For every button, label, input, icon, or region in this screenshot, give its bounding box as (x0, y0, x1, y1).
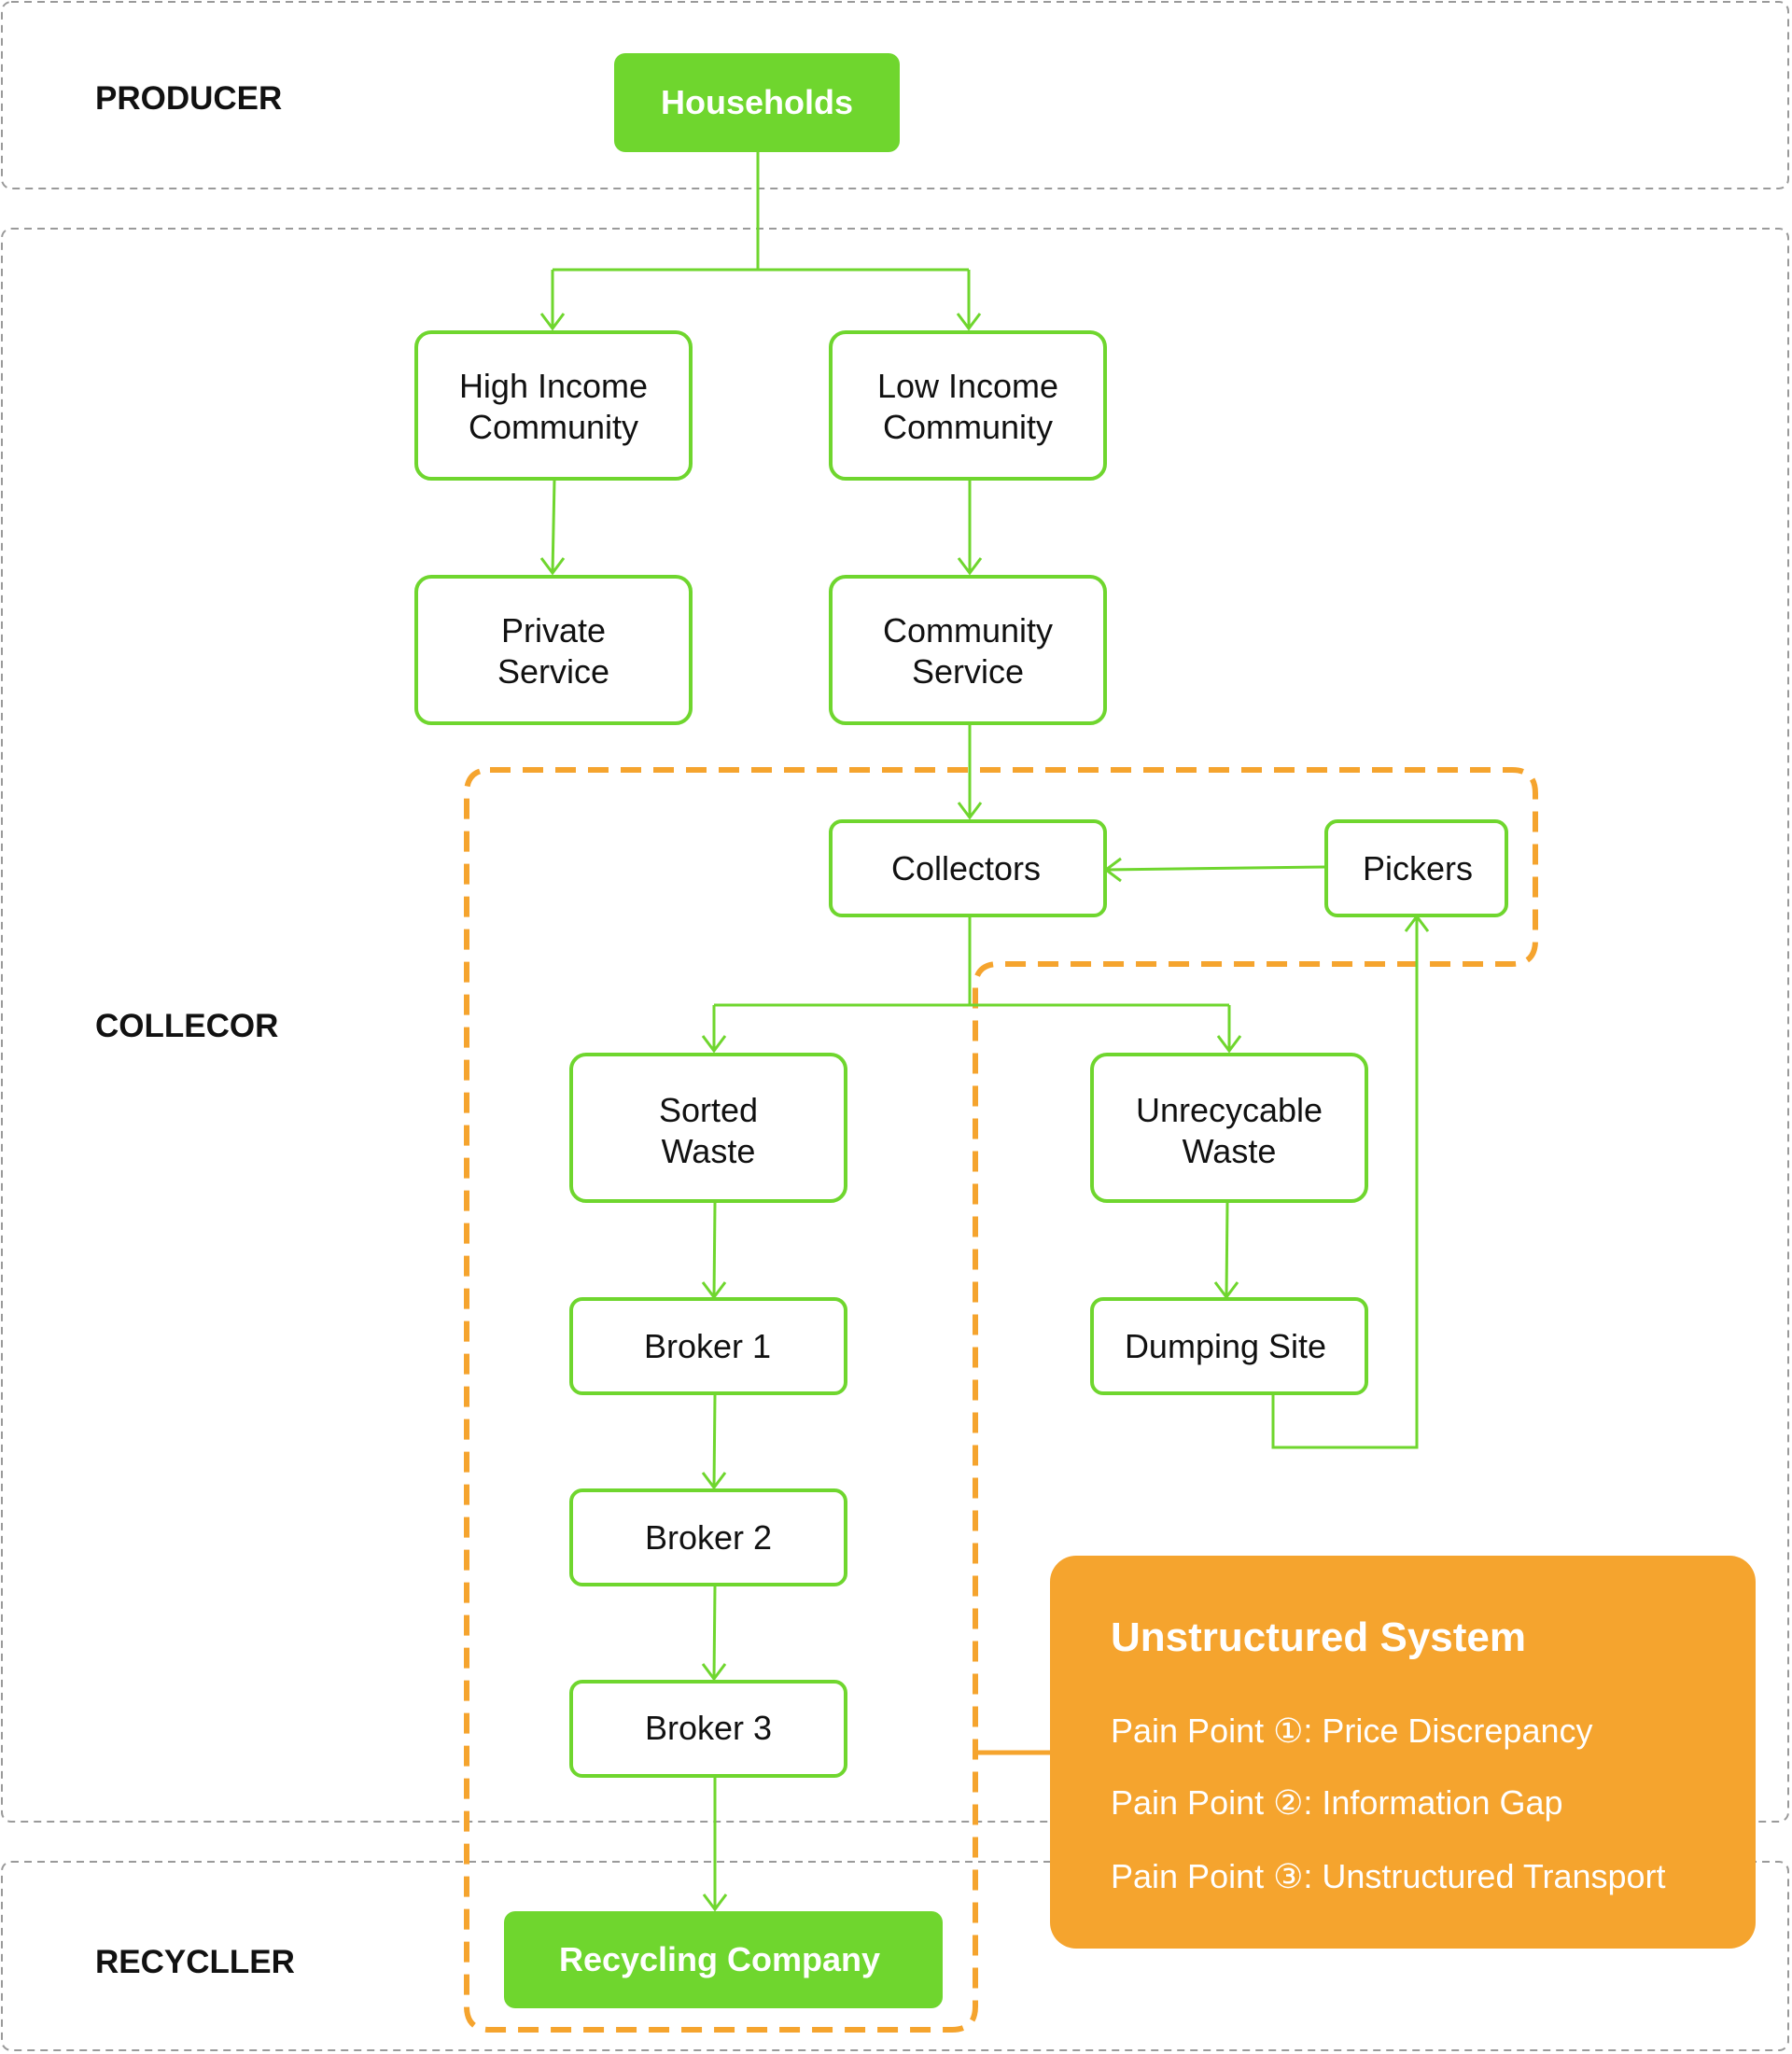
node-broker2-box (569, 1488, 847, 1586)
arrow-community (957, 557, 983, 576)
edge-dumping-to-pickers (1271, 916, 1419, 1449)
node-high-income: High Income Community (414, 330, 693, 481)
node-high-income-line2: Community (469, 408, 638, 446)
node-low-income: Low Income Community (829, 330, 1107, 481)
arrow-private (539, 557, 566, 576)
node-unrecyclable-waste-line1: Unrecycable (1136, 1091, 1323, 1129)
node-private-service-line2: Service (497, 652, 609, 691)
lane-producer (1, 1, 1789, 189)
node-dumping-site-box (1090, 1297, 1368, 1395)
panel-title: Unstructured System (1111, 1614, 1526, 1660)
arrow-low-income (956, 313, 982, 331)
node-community-service-line1: Community (883, 611, 1053, 650)
arrow-broker2 (701, 1472, 727, 1490)
unstructured-panel: Unstructured System Pain Point ①: Price … (1050, 1556, 1756, 1949)
lane-label-recycler: RECYCLLER (95, 1944, 295, 1980)
node-community-service: Community Service (829, 575, 1107, 725)
edge-broker2-to-broker3 (712, 1585, 717, 1680)
node-recycling-company-label: Recycling Company (559, 1940, 880, 1978)
node-pickers-label: Pickers (1363, 849, 1473, 887)
edges (539, 151, 1430, 1912)
node-dumping-site-label: Dumping Site (1125, 1327, 1326, 1365)
node-low-income-line1: Low Income (877, 367, 1058, 405)
arrow-unrecyclable (1216, 1035, 1242, 1054)
node-recycling-company-box (504, 1911, 943, 2008)
node-pickers-box (1324, 819, 1508, 917)
node-private-service: Private Service (414, 575, 693, 725)
arrow-sorted (701, 1035, 727, 1054)
lane-recycler (1, 1861, 1789, 2051)
node-broker3-label: Broker 3 (645, 1709, 772, 1747)
node-collectors: Collectors (829, 819, 1107, 917)
node-sorted-waste-line2: Waste (662, 1132, 756, 1170)
node-high-income-box (414, 330, 693, 481)
node-collectors-box (829, 819, 1107, 917)
node-dumping-site: Dumping Site (1090, 1297, 1368, 1395)
node-households-label: Households (661, 83, 853, 121)
node-high-income-line1: High Income (459, 367, 648, 405)
node-households-box (614, 53, 900, 152)
node-broker1-box (569, 1297, 847, 1395)
node-households: Households (614, 53, 900, 152)
node-recycling-company: Recycling Company (504, 1911, 943, 2008)
node-community-service-line2: Service (912, 652, 1024, 691)
edge-high-to-private (551, 479, 556, 574)
unstructured-panel-box (1050, 1556, 1756, 1949)
edge-broker1-to-broker2 (712, 1393, 717, 1488)
node-pickers: Pickers (1324, 819, 1508, 917)
node-collectors-label: Collectors (891, 849, 1041, 887)
edge-sorted-to-broker1 (712, 1202, 717, 1298)
node-sorted-waste: Sorted Waste (569, 1053, 847, 1203)
node-sorted-waste-box (569, 1053, 847, 1203)
node-private-service-box (414, 575, 693, 725)
arrow-collectors (957, 802, 983, 820)
arrow-broker3 (701, 1663, 727, 1682)
arrow-high-income (539, 313, 566, 331)
node-broker1: Broker 1 (569, 1297, 847, 1395)
panel-item-3: Pain Point ③: Unstructured Transport (1111, 1857, 1666, 1895)
arrow-recycling (702, 1893, 728, 1912)
lane-label-producer: PRODUCER (95, 80, 282, 117)
node-low-income-line2: Community (883, 408, 1053, 446)
node-broker3: Broker 3 (569, 1680, 847, 1778)
node-sorted-waste-line1: Sorted (659, 1091, 758, 1129)
node-community-service-box (829, 575, 1107, 725)
edge-unrecyclable-to-dumping (1225, 1202, 1229, 1298)
node-broker2: Broker 2 (569, 1488, 847, 1586)
node-private-service-line1: Private (501, 611, 606, 650)
unstructured-region (464, 767, 1538, 2033)
node-unrecyclable-waste-box (1090, 1053, 1368, 1203)
node-broker3-box (569, 1680, 847, 1778)
node-low-income-box (829, 330, 1107, 481)
node-broker2-label: Broker 2 (645, 1518, 772, 1557)
edge-pickers-to-collectors (1105, 865, 1326, 872)
node-unrecyclable-waste: Unrecycable Waste (1090, 1053, 1368, 1203)
node-broker1-label: Broker 1 (644, 1327, 771, 1365)
node-unrecyclable-waste-line2: Waste (1183, 1132, 1277, 1170)
lane-label-collector: COLLECOR (95, 1008, 278, 1044)
panel-item-1: Pain Point ①: Price Discrepancy (1111, 1712, 1592, 1750)
panel-item-2: Pain Point ②: Information Gap (1111, 1783, 1563, 1822)
